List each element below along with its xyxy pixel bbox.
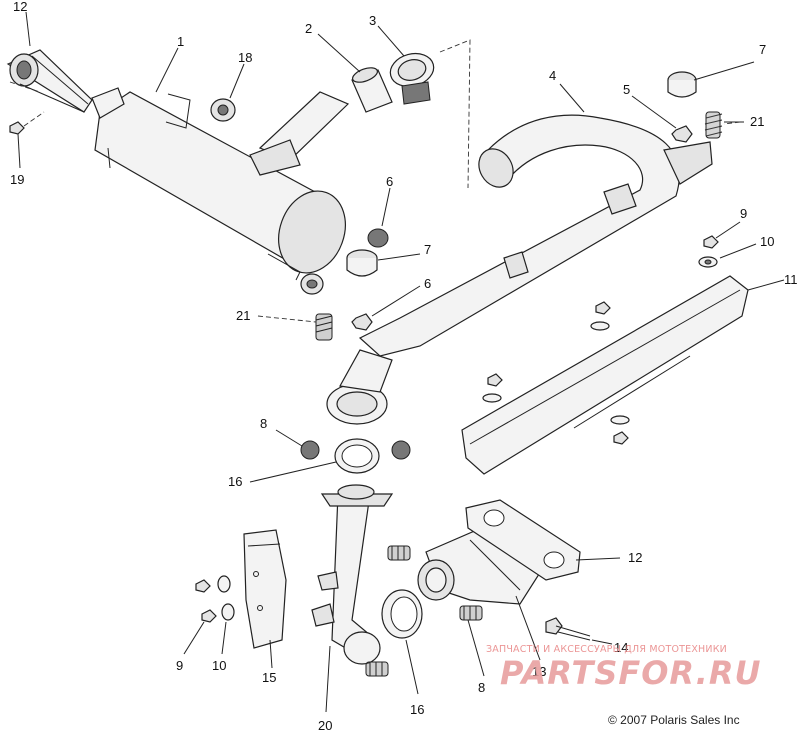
callout-18: 19 (10, 172, 24, 187)
callout-10-lower: 10 (212, 658, 226, 673)
callout-2: 2 (305, 21, 312, 36)
part-9-10-hardware-upper (698, 235, 719, 268)
callout-4: 6 (386, 174, 393, 189)
part-6-nut-lower (351, 313, 373, 331)
watermark-brand: PARTSFOR.RU (500, 654, 761, 692)
part-3-clamp (389, 52, 435, 105)
heat-shield-hardware (482, 301, 630, 445)
alignment-guide-top (439, 39, 471, 189)
callout-13: 13 (532, 664, 546, 679)
callout-12: 12 (628, 550, 642, 565)
callout-6-upper: 5 (623, 82, 630, 97)
muffler-inlet-pipe (249, 91, 350, 176)
callout-8-upper: 8 (260, 416, 267, 431)
part-springs-lower (365, 545, 483, 677)
part-14-stud (545, 617, 591, 641)
callout-21-upper: 21 (750, 114, 764, 129)
callout-16-upper: 16 (228, 474, 242, 489)
part-5-head-pipe (358, 114, 713, 357)
part-18-bolt (9, 121, 25, 135)
callout-numbers: 12 1 18 2 3 4 5 7 21 9 10 11 6 7 6 21 8 … (10, 0, 798, 732)
callout-15: 15 (262, 670, 276, 685)
watermark-tagline: ЗАПЧАСТИ И АКСЕССУАРЫ ДЛЯ МОТОТЕХНИКИ (486, 644, 727, 655)
part-21-spring-lower (315, 313, 333, 341)
copyright-notice: © 2007 Polaris Sales Inc (608, 713, 740, 727)
part-9-10-hardware-lower (195, 575, 235, 623)
callout-6-lower: 6 (424, 276, 431, 291)
callout-14: 14 (614, 640, 628, 655)
callout-11: 11 (784, 272, 798, 287)
part-19-grommet (210, 98, 236, 122)
part-21-spring-upper (704, 111, 723, 139)
callout-8-lower: 8 (478, 680, 485, 695)
part-4-grommets (300, 228, 389, 295)
callout-1: 1 (177, 34, 184, 49)
head-pipe-flange (326, 349, 393, 425)
part-7-cap-lower (346, 249, 378, 277)
part-12-manifold-gasket (465, 499, 581, 581)
callout-20: 20 (318, 718, 332, 732)
callout-19: 18 (238, 50, 252, 65)
part-6-nut-upper (671, 125, 693, 143)
callout-7-lower: 7 (424, 242, 431, 257)
part-7-cap-upper (667, 71, 697, 98)
callout-7-upper: 7 (759, 42, 766, 57)
part-8-nuts-upper (300, 440, 411, 460)
callout-10-upper: 10 (760, 234, 774, 249)
watermark: ЗАПЧАСТИ И АКСЕССУАРЫ ДЛЯ МОТОТЕХНИКИ PA… (486, 644, 761, 692)
part-20-lower-pipe (311, 484, 394, 665)
part-1-muffler (91, 87, 346, 281)
part-11-heat-shield (461, 275, 749, 475)
callout-9-lower: 9 (176, 658, 183, 673)
part-16-gasket-upper (334, 438, 380, 474)
part-16-gasket-lower (381, 589, 423, 639)
callout-17: 12 (13, 0, 27, 14)
callout-21-lower: 21 (236, 308, 250, 323)
part-15-lower-heat-shield (243, 529, 287, 649)
callout-9-upper: 9 (740, 206, 747, 221)
part-17-tailpipe (6, 49, 93, 113)
callout-3: 3 (369, 13, 376, 28)
leader-lines (9, 11, 785, 713)
part-2-sleeve (351, 67, 393, 113)
callout-16-lower: 16 (410, 702, 424, 717)
callout-5: 4 (549, 68, 556, 83)
